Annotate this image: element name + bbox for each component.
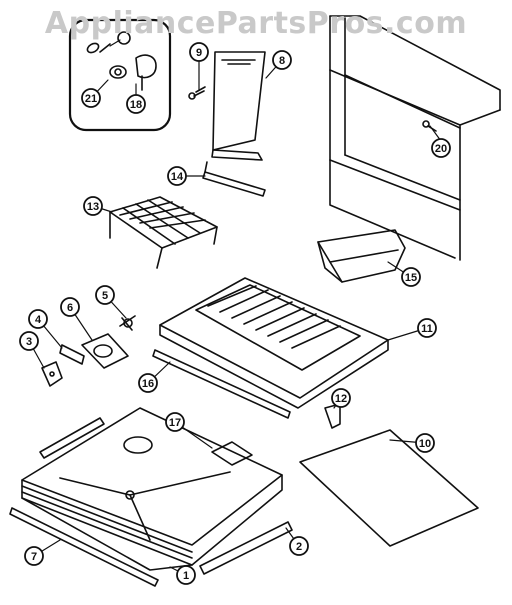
callout-label-21: 21 [85, 93, 97, 105]
callout-10: 10 [415, 433, 435, 453]
callout-label-15: 15 [405, 272, 417, 284]
callout-15: 15 [401, 267, 421, 287]
callout-label-20: 20 [435, 143, 447, 155]
callout-label-10: 10 [419, 438, 431, 450]
callout-11: 11 [417, 318, 437, 338]
side-strip [39, 417, 105, 459]
callout-circle-4 [28, 309, 48, 329]
part-5-fan [119, 315, 136, 331]
callout-2: 2 [289, 536, 309, 556]
callout-circle-14 [167, 166, 187, 186]
part-2-strip [199, 521, 293, 575]
callout-5: 5 [95, 285, 115, 305]
callout-circle-21 [81, 88, 101, 108]
part-3-bracket [41, 361, 63, 387]
callout-circle-6 [60, 297, 80, 317]
part-15-bin [317, 229, 406, 283]
callout-18: 18 [126, 94, 146, 114]
callout-label-14: 14 [171, 171, 184, 183]
part-13-wire-shelf [109, 196, 218, 269]
callout-8: 8 [272, 50, 292, 70]
callout-circle-1 [176, 565, 196, 585]
callout-circle-13 [83, 196, 103, 216]
callout-label-13: 13 [87, 201, 99, 213]
callout-label-1: 1 [183, 570, 189, 582]
inset-box-parts-18-21 [68, 18, 172, 132]
callout-label-5: 5 [102, 290, 108, 302]
callout-circle-5 [95, 285, 115, 305]
callout-21: 21 [81, 88, 101, 108]
callout-circle-17 [165, 412, 185, 432]
callout-label-18: 18 [130, 99, 142, 111]
callout-circle-3 [19, 331, 39, 351]
callout-label-11: 11 [421, 323, 433, 335]
callout-circle-7 [24, 546, 44, 566]
callout-circle-10 [415, 433, 435, 453]
callout-20: 20 [431, 138, 451, 158]
part-12-bracket [324, 403, 341, 429]
callout-label-9: 9 [196, 47, 202, 59]
callout-circle-11 [417, 318, 437, 338]
callout-circle-18 [126, 94, 146, 114]
callout-13: 13 [83, 196, 103, 216]
callout-circle-20 [431, 138, 451, 158]
part-11-shelf [159, 277, 389, 409]
callout-label-7: 7 [31, 551, 37, 563]
callout-9: 9 [189, 42, 209, 62]
callout-4: 4 [28, 309, 48, 329]
callout-circle-9 [189, 42, 209, 62]
callout-label-17: 17 [169, 417, 181, 429]
part-10-panel [299, 429, 479, 547]
callout-label-2: 2 [296, 541, 302, 553]
callout-label-8: 8 [279, 55, 285, 67]
callout-3: 3 [19, 331, 39, 351]
leader-lines [28, 39, 442, 576]
callout-circle-12 [331, 388, 351, 408]
callout-circle-15 [401, 267, 421, 287]
callout-16: 16 [138, 373, 158, 393]
callout-label-16: 16 [142, 378, 154, 390]
part-9-screw [188, 86, 206, 100]
callout-circle-8 [272, 50, 292, 70]
part-4-clip [59, 344, 85, 365]
part-17-cover [211, 441, 253, 466]
part-6-cover [81, 333, 129, 369]
callout-12: 12 [331, 388, 351, 408]
part-8-panel [211, 51, 266, 161]
part-14-bar [202, 161, 266, 197]
part-1-base-pan [21, 407, 283, 571]
callout-label-3: 3 [26, 336, 32, 348]
callout-6: 6 [60, 297, 80, 317]
callout-label-6: 6 [67, 302, 73, 314]
watermark-text: AppliancePartsPros.com [44, 6, 468, 41]
part-16-trim [152, 349, 291, 419]
callout-7: 7 [24, 546, 44, 566]
callout-17: 17 [165, 412, 185, 432]
callout-label-12: 12 [335, 393, 347, 405]
cabinet-frame [329, 15, 501, 261]
callout-circle-16 [138, 373, 158, 393]
callout-14: 14 [167, 166, 187, 186]
callout-circle-2 [289, 536, 309, 556]
callout-1: 1 [176, 565, 196, 585]
callout-label-4: 4 [35, 314, 42, 326]
part-7-strip [9, 507, 159, 587]
